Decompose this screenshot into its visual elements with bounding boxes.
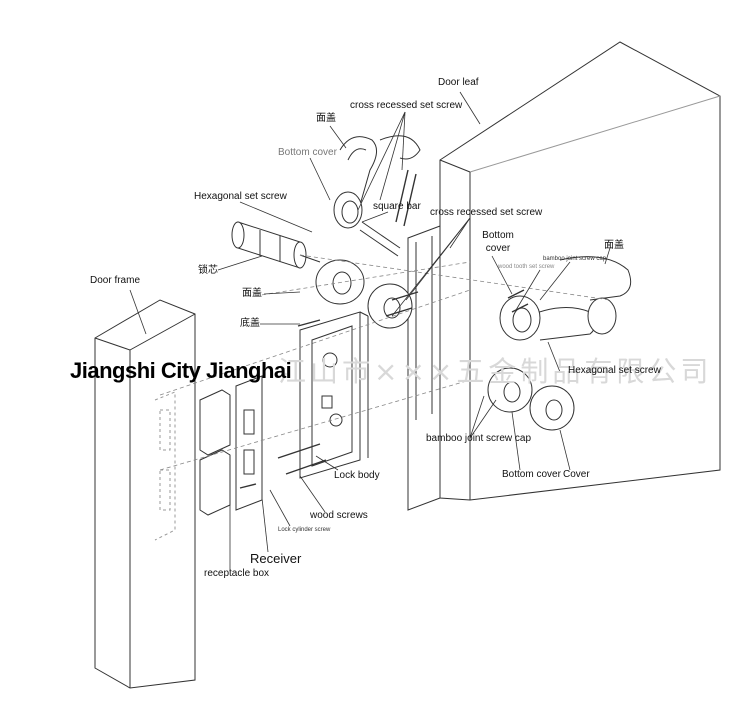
- right-roses: [487, 367, 575, 431]
- label-lock-body: Lock body: [334, 470, 380, 481]
- label-hexagonal-set-screw-left: Hexagonal set screw: [194, 191, 287, 202]
- label-cross-recessed-set-screw-mid: cross recessed set screw: [430, 207, 543, 218]
- label-lock-cylinder-cn: 锁芯: [198, 265, 218, 276]
- right-handle: [499, 256, 632, 341]
- assembly-axes: [159, 254, 611, 471]
- watermark-company-en: Jiangshi City Jianghai: [70, 358, 292, 383]
- label-cover: Cover: [563, 469, 590, 480]
- door-frame-pillar: [94, 299, 196, 689]
- label-bottom-cover-right: Bottom cover: [482, 230, 514, 254]
- label-lock-cylinder-screw: Lock cylinder screw: [278, 527, 331, 533]
- label-door-frame: Door frame: [90, 275, 141, 286]
- label-bamboo-joint-screw-cap: bamboo joint screw cap: [426, 433, 532, 444]
- label-receptacle-box: receptacle box: [204, 568, 270, 579]
- label-receiver: Receiver: [250, 551, 302, 566]
- label-door-leaf: Door leaf: [438, 77, 479, 88]
- label-wood-screws: wood screws: [310, 510, 368, 521]
- screws: [239, 169, 529, 489]
- label-cross-recessed-set-screw-top: cross recessed set screw: [350, 100, 463, 111]
- lock-body-shape: [299, 311, 369, 479]
- label-face-cover-cn-mid: 面盖: [242, 288, 262, 299]
- label-hexagonal-set-screw-right: Hexagonal set screw: [568, 365, 661, 376]
- receptacle-box-shapes: [199, 389, 231, 516]
- left-roses: [315, 259, 413, 329]
- label-face-cover-cn-right: 面盖: [604, 240, 624, 251]
- label-face-cover-cn-top: 面盖: [316, 113, 336, 124]
- label-bamboo-joint-screw-cap-small: bamboo joint screw cap: [543, 256, 607, 262]
- watermark-company-cn: 江山市×××五金制品有限公司: [278, 355, 713, 388]
- receiver-plate: [235, 375, 263, 511]
- left-handle: [333, 135, 421, 257]
- label-square-bar: square bar: [373, 201, 421, 212]
- label-bottom-cover-top: Bottom cover: [278, 147, 337, 158]
- label-bottom-cover-bottom: Bottom cover: [502, 469, 561, 480]
- leader-lines: [129, 91, 611, 570]
- label-wood-tooth-set-screw: wood tooth set screw: [498, 264, 555, 270]
- label-base-plate-cn: 底盖: [240, 318, 260, 329]
